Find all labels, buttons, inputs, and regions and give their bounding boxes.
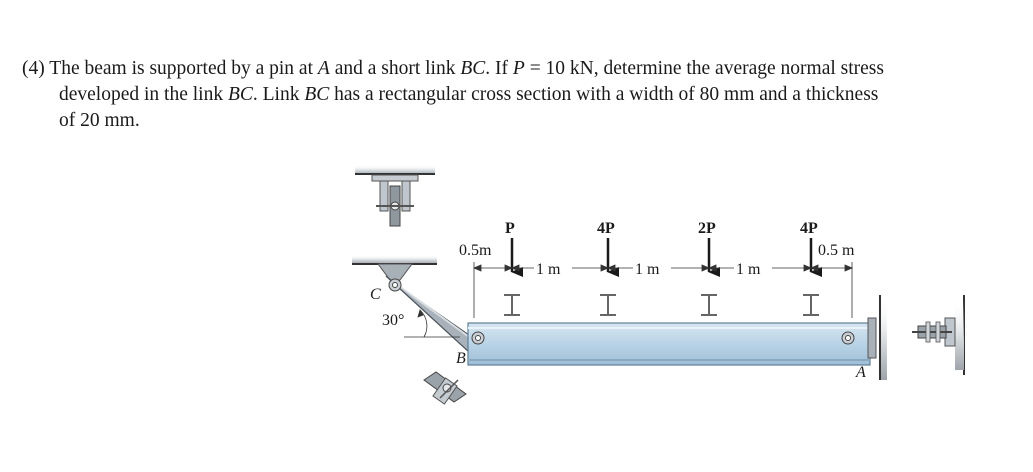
dim-label-bg-3 bbox=[734, 259, 772, 277]
load-p2: 4P bbox=[597, 220, 619, 316]
dim-label-right: 0.5 m bbox=[818, 242, 855, 259]
wall-support-a bbox=[867, 295, 887, 380]
pin-detail-b bbox=[423, 371, 467, 405]
load-label-p1: P bbox=[505, 220, 515, 237]
dim-label-bg-1 bbox=[534, 259, 572, 277]
problem-line-2: developed in the link BC. Link BC has a … bbox=[59, 84, 879, 105]
dim-label-left: 0.5m bbox=[459, 242, 492, 259]
dim-label-span2: 1 m bbox=[635, 261, 660, 278]
problem-line-1: (4) The beam is supported by a pin at A … bbox=[22, 58, 884, 79]
load-p4: 4P bbox=[800, 220, 822, 316]
load-label-p2: 4P bbox=[597, 220, 615, 237]
point-label-b: B bbox=[456, 350, 466, 367]
load-p1: P bbox=[504, 220, 523, 316]
angle-label: 30° bbox=[382, 312, 404, 329]
problem-line-3: of 20 mm. bbox=[59, 110, 140, 131]
load-label-p4: 4P bbox=[800, 220, 818, 237]
dim-label-bg-2 bbox=[633, 259, 671, 277]
point-label-a: A bbox=[855, 364, 866, 381]
load-p3: 2P bbox=[698, 220, 720, 316]
problem-statement: (4) The beam is supported by a pin at A … bbox=[22, 56, 1012, 134]
dim-label-span3: 1 m bbox=[736, 261, 761, 278]
problem-number: (4) bbox=[22, 58, 45, 79]
dim-label-span1: 1 m bbox=[536, 261, 561, 278]
ceiling-support-c bbox=[352, 255, 437, 281]
point-label-c: C bbox=[370, 286, 381, 303]
load-label-p3: 2P bbox=[698, 220, 716, 237]
beam bbox=[467, 322, 871, 366]
clevis-detail-top bbox=[355, 165, 435, 227]
pin-detail-right bbox=[912, 295, 965, 375]
